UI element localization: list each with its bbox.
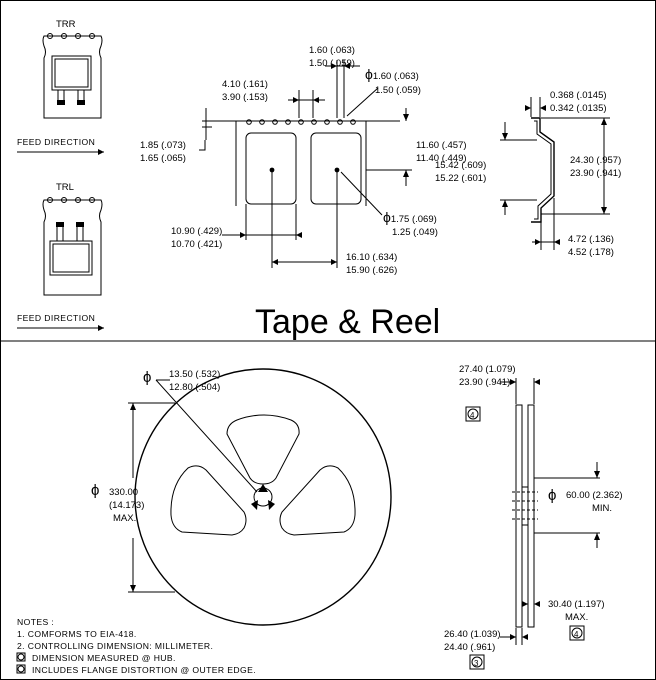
dim-depth-min: 15.22 (.601)	[435, 173, 486, 184]
dim-sprocket-pitch-max: 1.60 (.063)	[309, 45, 355, 56]
dim-pocket-pitch-max: 16.10 (.634)	[346, 252, 397, 263]
note-3: DIMENSION MEASURED @ HUB.	[32, 653, 176, 663]
note-3-number: 3	[474, 659, 479, 668]
reel-front-view	[128, 368, 392, 626]
reel-side-view	[500, 378, 600, 645]
dim-pocket-hole-max: ϕ1.75 (.069)	[383, 209, 437, 225]
dim-hole-pitch-min: 3.90 (.153)	[222, 92, 268, 103]
dim-pocket-hole-min: 1.25 (.049)	[392, 227, 438, 238]
trl-package-figure: TRL FEED DIRECTION	[17, 182, 104, 331]
notes-heading: NOTES :	[17, 617, 54, 627]
dim-reel-max: MAX.	[113, 513, 136, 524]
dim-edge-max: 1.85 (.073)	[140, 140, 186, 151]
feed-direction-label-bottom: FEED DIRECTION	[17, 313, 95, 323]
dim-hole-pitch-max: 4.10 (.161)	[222, 79, 268, 90]
diameter-symbol-side: ϕ	[548, 487, 556, 504]
dim-pocket-pitch-min: 15.90 (.626)	[346, 265, 397, 276]
dim-cavity-min: 4.52 (.178)	[568, 247, 614, 258]
feed-direction-label-top: FEED DIRECTION	[17, 137, 95, 147]
note-1: 1. COMFORMS TO EIA-418.	[17, 629, 137, 639]
dim-sprocket-pitch-min: 1.50 (.059)	[309, 58, 355, 69]
trl-label: TRL	[56, 182, 74, 193]
dim-center-max: 11.60 (.457)	[416, 140, 467, 151]
note-4-number-top: 4	[470, 411, 475, 420]
dim-hub-min: MIN.	[592, 503, 612, 514]
dim-pocket-width-min: 10.70 (.421)	[171, 239, 222, 250]
dim-overall-max: 30.40 (1.197)	[548, 599, 605, 610]
dim-tape-width-max: 24.30 (.957)	[570, 155, 621, 166]
note-4-symbol	[16, 664, 26, 674]
dim-depth-max: 15.42 (.609)	[435, 160, 486, 171]
dim-tape-width-min: 23.90 (.941)	[570, 168, 621, 179]
note-4-marker-top	[465, 406, 481, 422]
dim-flange-out-max: 26.40 (1.039)	[444, 629, 501, 640]
dim-edge-min: 1.65 (.065)	[140, 153, 186, 164]
note-4-number-bottom: 4	[574, 630, 579, 639]
dim-flange-in-min: 23.90 (.941)	[459, 377, 510, 388]
diameter-symbol-hub: ϕ	[143, 369, 151, 386]
tape-side-section	[500, 97, 610, 250]
dim-hub-dia: 60.00 (2.362)	[566, 490, 623, 501]
note-4-marker-bottom	[569, 625, 585, 641]
notes-block: NOTES : 1. COMFORMS TO EIA-418. 2. CONTR…	[16, 617, 256, 675]
page-title: Tape & Reel	[255, 303, 440, 341]
dim-overall-max-label: MAX.	[565, 612, 588, 623]
dimension-labels: 1.60 (.063) 1.50 (.059) 4.10 (.161) 3.90…	[91, 45, 623, 670]
dim-hub-hole-max: 13.50 (.532)	[169, 369, 220, 380]
dim-sprocket-dia-min: 1.50 (.059)	[375, 85, 421, 96]
dim-cavity-max: 4.72 (.136)	[568, 234, 614, 245]
dim-pocket-width-max: 10.90 (.429)	[171, 226, 222, 237]
dim-flange-in-max: 27.40 (1.079)	[459, 364, 516, 375]
note-2: 2. CONTROLLING DIMENSION: MILLIMETER.	[17, 641, 213, 651]
dim-reel-diameter-inch: (14.173)	[109, 500, 144, 511]
dim-sprocket-dia-max: ϕ1.60 (.063)	[365, 66, 419, 82]
diameter-symbol-reel: ϕ	[91, 482, 99, 499]
dim-thickness-min: 0.342 (.0135)	[550, 103, 607, 114]
dim-center-min: 11.40 (.449)	[416, 153, 467, 164]
dim-thickness-max: 0.368 (.0145)	[550, 90, 607, 101]
note-3-marker	[469, 654, 485, 670]
note-4: INCLUDES FLANGE DISTORTION @ OUTER EDGE.	[32, 665, 256, 675]
dim-reel-diameter: 330.00	[109, 487, 138, 498]
note-3-symbol	[16, 652, 26, 662]
trr-package-figure: TRR FEED DIRECTION	[17, 19, 104, 155]
dim-hub-hole-min: 12.80 (.504)	[169, 382, 220, 393]
trr-label: TRR	[56, 19, 76, 30]
dim-flange-out-min: 24.40 (.961)	[444, 642, 495, 653]
tape-top-view	[199, 60, 412, 268]
